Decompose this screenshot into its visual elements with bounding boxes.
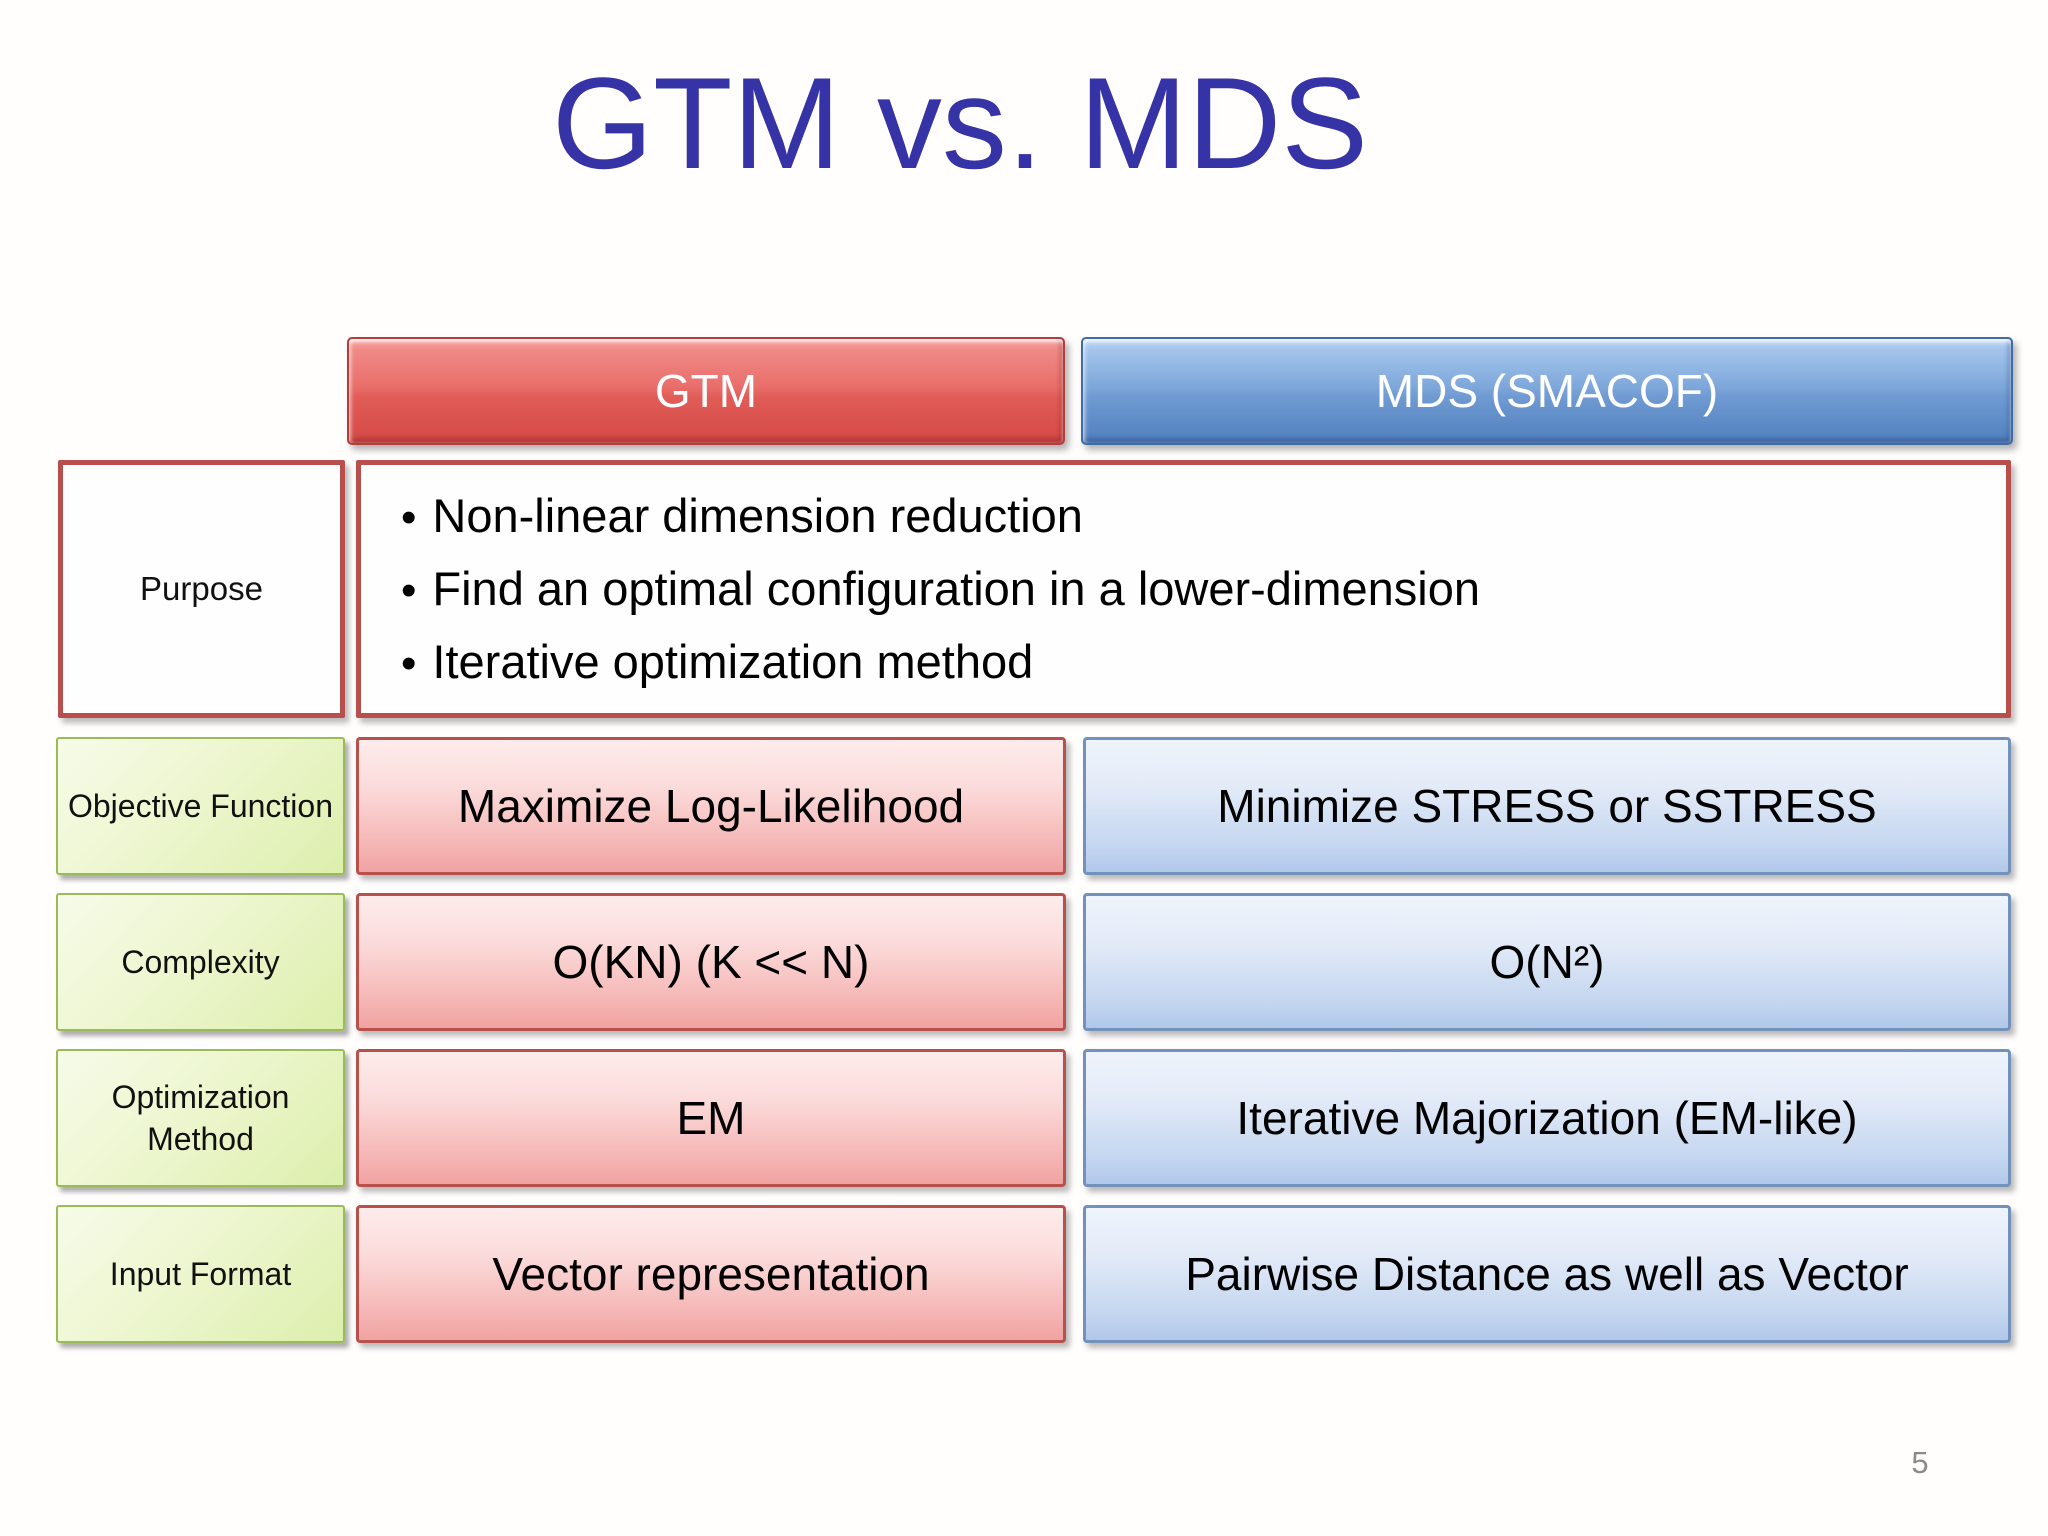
purpose-bullet-item: Iterative optimization method — [401, 626, 1480, 699]
purpose-bullet-list: Non-linear dimension reduction Find an o… — [361, 480, 1480, 699]
cell-gtm-optimization-method-text: EM — [676, 1092, 746, 1144]
slide-title: GTM vs. MDS — [551, 50, 1369, 196]
cell-mds-optimization-method-text: Iterative Majorization (EM-like) — [1236, 1092, 1858, 1144]
page-number: 5 — [1911, 1445, 1929, 1480]
cell-gtm-complexity-text: O(KN) (K << N) — [552, 936, 870, 988]
cell-gtm-optimization-method: EM — [356, 1049, 1066, 1187]
row-label-input-format-text: Input Format — [109, 1256, 292, 1292]
cell-gtm-input-format: Vector representation — [356, 1205, 1066, 1343]
row-label-input-format: Input Format — [56, 1205, 345, 1343]
purpose-cell: Non-linear dimension reduction Find an o… — [356, 460, 2011, 718]
cell-gtm-input-format-text: Vector representation — [492, 1248, 930, 1300]
column-header-gtm-label: GTM — [654, 365, 758, 417]
cell-mds-objective-function: Minimize STRESS or SSTRESS — [1083, 737, 2011, 875]
cell-mds-optimization-method: Iterative Majorization (EM-like) — [1083, 1049, 2011, 1187]
row-label-objective-function: Objective Function — [56, 737, 345, 875]
row-label-complexity: Complexity — [56, 893, 345, 1031]
row-label-complexity-text: Complexity — [121, 944, 280, 980]
cell-mds-input-format: Pairwise Distance as well as Vector — [1083, 1205, 2011, 1343]
column-header-mds-label: MDS (SMACOF) — [1375, 365, 1719, 417]
cell-gtm-objective-function: Maximize Log-Likelihood — [356, 737, 1066, 875]
cell-mds-complexity-text: O(N²) — [1489, 936, 1605, 988]
column-header-mds: MDS (SMACOF) — [1081, 337, 2013, 445]
cell-gtm-objective-function-text: Maximize Log-Likelihood — [457, 780, 965, 832]
row-label-purpose-text: Purpose — [140, 570, 263, 607]
purpose-bullet-item: Non-linear dimension reduction — [401, 480, 1480, 553]
row-label-optimization-method-text: Optimization Method — [111, 1079, 290, 1157]
row-label-objective-function-text: Objective Function — [67, 788, 333, 824]
purpose-bullet-item: Find an optimal configuration in a lower… — [401, 553, 1480, 626]
cell-mds-complexity: O(N²) — [1083, 893, 2011, 1031]
column-header-gtm: GTM — [347, 337, 1065, 445]
row-label-purpose: Purpose — [58, 460, 345, 718]
cell-mds-input-format-text: Pairwise Distance as well as Vector — [1185, 1248, 1909, 1300]
cell-mds-objective-function-text: Minimize STRESS or SSTRESS — [1217, 780, 1877, 832]
row-label-optimization-method: Optimization Method — [56, 1049, 345, 1187]
cell-gtm-complexity: O(KN) (K << N) — [356, 893, 1066, 1031]
